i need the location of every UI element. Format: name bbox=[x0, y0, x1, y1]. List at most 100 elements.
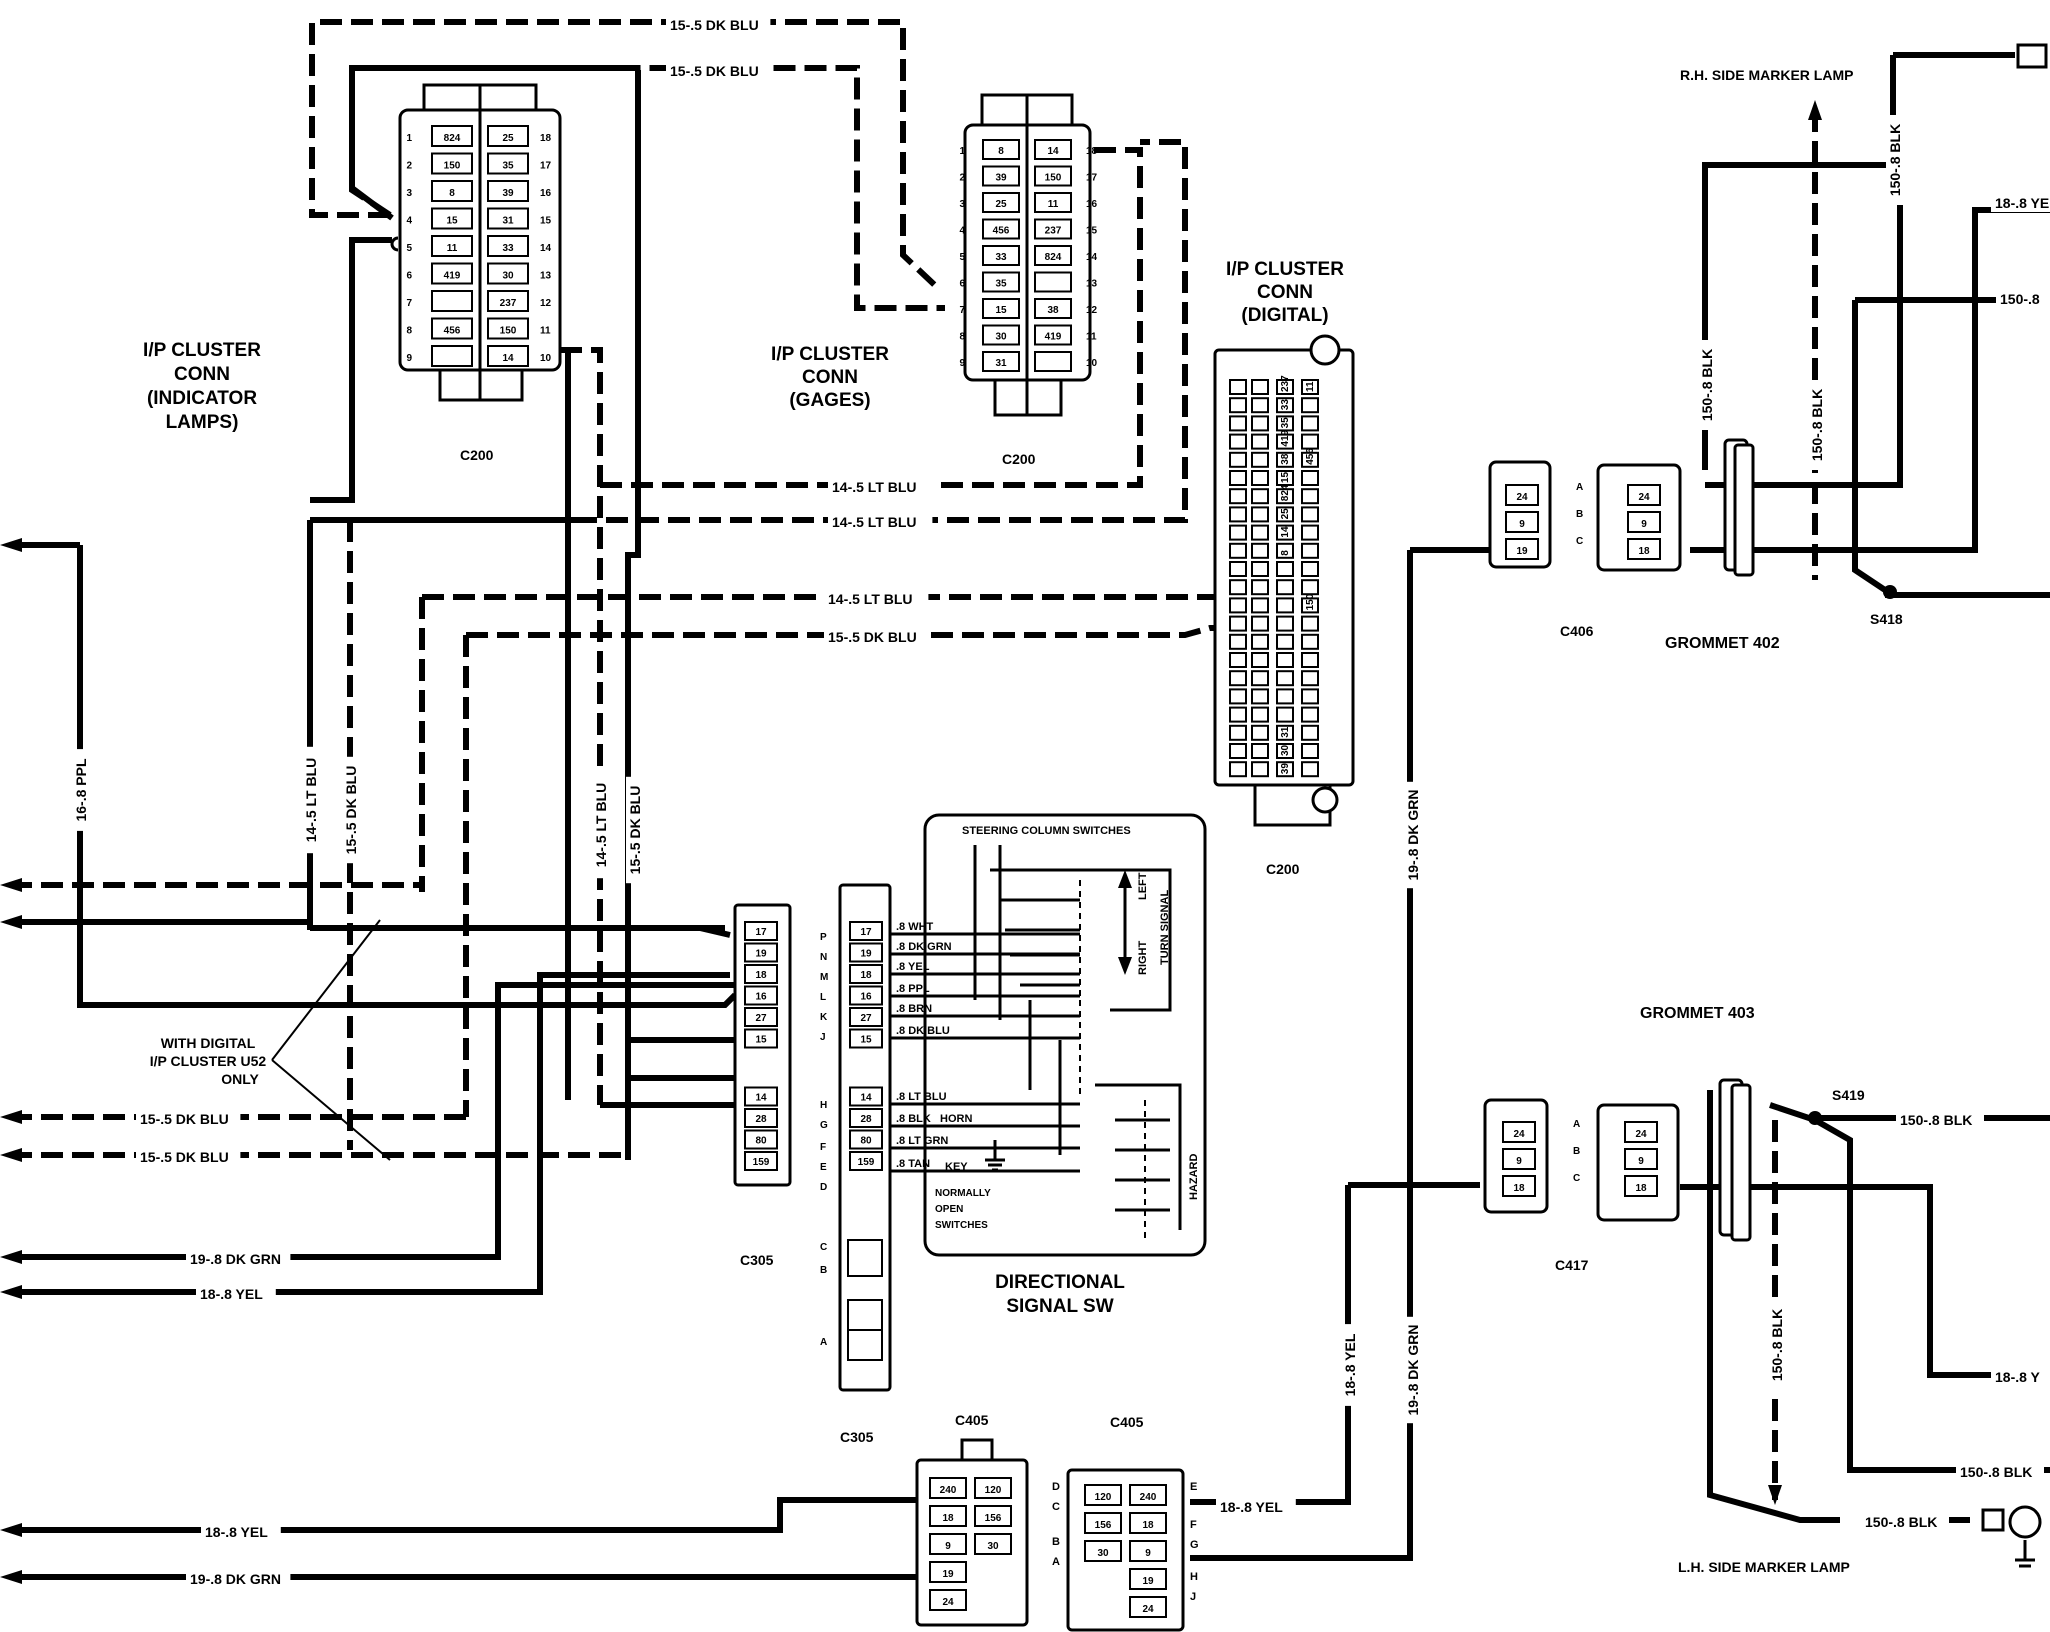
cavity bbox=[1229, 524, 1247, 541]
pin-letter: B bbox=[1576, 509, 1583, 520]
cavity bbox=[1276, 542, 1294, 559]
pin-letter: D bbox=[820, 1182, 827, 1193]
cavity-number: 15 bbox=[995, 305, 1007, 316]
cavity-number: 25 bbox=[995, 199, 1007, 210]
cavity-number: 30 bbox=[987, 1541, 999, 1552]
rh-marker-label: R.H. SIDE MARKER LAMP bbox=[1680, 67, 1853, 83]
wire-label: .8 TAN bbox=[896, 1158, 930, 1170]
cavity-number: 159 bbox=[858, 1157, 875, 1168]
cavity bbox=[1251, 670, 1269, 687]
cavity-number: 19 bbox=[1516, 546, 1528, 557]
wire-tag-halo bbox=[72, 749, 89, 831]
cavity-number: 120 bbox=[985, 1485, 1002, 1496]
cavity bbox=[744, 1129, 778, 1150]
cavity bbox=[1229, 706, 1247, 723]
wire-tag: 150-.8 BLK bbox=[1900, 1112, 1972, 1128]
splice-s419 bbox=[1808, 1111, 1822, 1125]
wire-tag: 15-.5 DK BLU bbox=[140, 1111, 229, 1127]
cavity bbox=[1276, 761, 1294, 778]
cavity bbox=[1276, 379, 1294, 395]
cavity bbox=[1129, 1540, 1167, 1562]
cavity bbox=[487, 290, 529, 312]
cavity bbox=[744, 964, 778, 984]
wire-tag: 150-.8 bbox=[2000, 291, 2040, 307]
cavity-number: 18 bbox=[755, 970, 767, 981]
wire-tag: 150-.8 BLK bbox=[1865, 1514, 1937, 1530]
pin-number: 4 bbox=[959, 226, 965, 237]
cavity bbox=[1301, 633, 1319, 650]
cavity-number: 14 bbox=[1280, 526, 1291, 538]
right-label: RIGHT bbox=[1137, 941, 1149, 976]
grommet-403 bbox=[1718, 1078, 1752, 1242]
cavity bbox=[974, 1505, 1012, 1527]
c405-left-label: C405 bbox=[955, 1412, 989, 1428]
cavity bbox=[1301, 488, 1319, 505]
wire-tag-halo bbox=[626, 776, 643, 884]
cavity bbox=[1229, 379, 1247, 395]
cavity bbox=[431, 180, 473, 202]
cavity-number: 419 bbox=[1045, 332, 1062, 343]
cavity bbox=[431, 125, 473, 147]
wire-tag: 15-.5 DK BLU bbox=[627, 786, 643, 875]
cavity-number: 120 bbox=[1095, 1492, 1112, 1503]
cavity bbox=[1276, 706, 1294, 723]
svg-text:I/P CLUSTER: I/P CLUSTER bbox=[1226, 259, 1344, 280]
svg-text:CONN: CONN bbox=[1257, 282, 1313, 303]
cavity-number: 237 bbox=[500, 298, 517, 309]
wire-tag-halo bbox=[302, 746, 319, 854]
cavity-number: 237 bbox=[1280, 375, 1291, 392]
cavity bbox=[744, 1108, 778, 1128]
cavity bbox=[1251, 633, 1269, 650]
wire-tag: 15-.5 DK BLU bbox=[343, 766, 359, 855]
pin-letter: N bbox=[820, 952, 827, 963]
cavity bbox=[1276, 724, 1294, 741]
cavity bbox=[1129, 1596, 1167, 1618]
svg-text:CONN: CONN bbox=[802, 367, 858, 388]
cavity-number: 14 bbox=[1047, 146, 1059, 157]
pin-number: 2 bbox=[959, 173, 965, 184]
pin-number: 1 bbox=[406, 133, 412, 144]
wire-tag-halo bbox=[1216, 1499, 1296, 1516]
cavity bbox=[1301, 379, 1319, 395]
cavity bbox=[1301, 451, 1319, 468]
cavity bbox=[1251, 524, 1269, 541]
cavity bbox=[1034, 218, 1072, 240]
grommet402-label: GROMMET 402 bbox=[1665, 635, 1780, 652]
svg-text:I/P CLUSTER U52: I/P CLUSTER U52 bbox=[150, 1053, 267, 1069]
cavity bbox=[1229, 542, 1247, 559]
pin-number: 5 bbox=[959, 252, 965, 263]
wire-label: .8 PPL bbox=[896, 983, 930, 995]
pin-number: 7 bbox=[959, 305, 965, 316]
cavity bbox=[1229, 743, 1247, 759]
cavity-number: 18 bbox=[1638, 546, 1650, 557]
cavity-number: 18 bbox=[1635, 1183, 1647, 1194]
normally-open-label-1: NORMALLY bbox=[935, 1188, 991, 1199]
pin-number: 12 bbox=[540, 298, 552, 309]
pin-number: 4 bbox=[406, 216, 412, 227]
s418-label: S418 bbox=[1870, 611, 1903, 627]
cavity-number: 419 bbox=[1280, 429, 1291, 446]
cavity bbox=[1251, 470, 1269, 486]
cavity bbox=[1034, 351, 1072, 372]
cavity bbox=[982, 192, 1020, 213]
cavity bbox=[1251, 506, 1269, 523]
cavity-number: 15 bbox=[860, 1035, 872, 1046]
cavity-number: 159 bbox=[753, 1157, 770, 1168]
cavity bbox=[1034, 271, 1072, 293]
cavity-number: 240 bbox=[1140, 1492, 1157, 1503]
cavity bbox=[1624, 1175, 1658, 1197]
cavity bbox=[1276, 615, 1294, 632]
pin-number: 15 bbox=[1086, 226, 1098, 237]
cavity bbox=[1034, 298, 1072, 319]
wire-tag: 150-.8 BLK bbox=[1699, 349, 1715, 421]
cavity bbox=[744, 1007, 778, 1027]
cavity bbox=[1276, 451, 1294, 468]
cavity-number: 18 bbox=[942, 1513, 954, 1524]
cavity bbox=[1229, 633, 1247, 650]
cavity bbox=[1276, 579, 1294, 596]
cavity bbox=[1251, 724, 1269, 741]
